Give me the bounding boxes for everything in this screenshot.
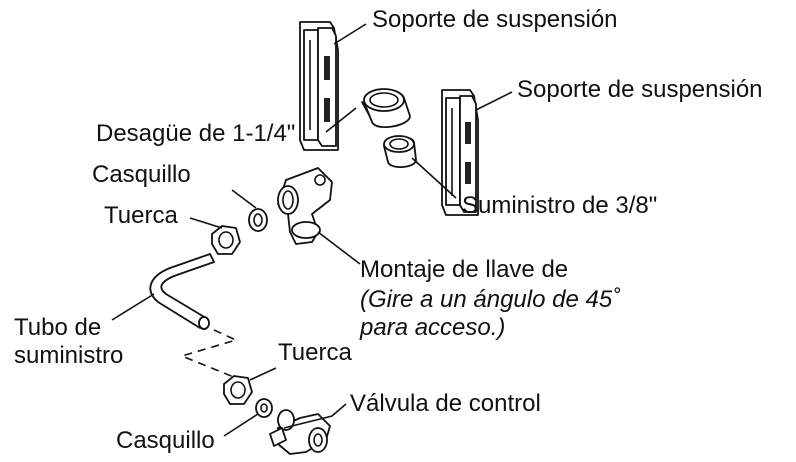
hanger-bracket-2	[441, 89, 479, 216]
label-nut-top: Tuerca	[104, 202, 178, 229]
drain-tailpiece	[361, 88, 411, 129]
supply-tube	[149, 253, 215, 330]
label-ferrule-top: Casquillo	[92, 161, 191, 188]
leader-lines	[111, 23, 513, 437]
connection-dashed-line	[179, 329, 239, 379]
faucet-mount-elbow	[277, 167, 333, 245]
label-supply-tube-2: suministro	[14, 342, 124, 369]
label-faucet-note-1: (Gire a un ángulo de 45˚	[360, 286, 621, 313]
label-drain: Desagüe de 1-1/4"	[96, 120, 296, 147]
label-faucet-note-2: para acceso.)	[360, 314, 506, 341]
label-supply: Suministro de 3/8"	[462, 192, 658, 219]
label-control-valve: Válvula de control	[350, 390, 541, 417]
hanger-bracket-1	[299, 21, 339, 151]
ferrule-top	[248, 208, 268, 232]
ferrule-bottom	[255, 398, 273, 418]
label-nut-bottom: Tuerca	[278, 339, 352, 366]
label-supply-tube-1: Tubo de	[14, 314, 102, 341]
label-hanger-2: Soporte de suspensión	[517, 76, 763, 103]
supply-tailpiece	[383, 135, 417, 168]
label-hanger-1: Soporte de suspensión	[372, 6, 618, 33]
label-ferrule-bottom: Casquillo	[116, 427, 215, 454]
label-faucet-mount: Montaje de llave de	[360, 256, 569, 283]
nut-bottom	[223, 375, 253, 405]
nut-top	[211, 225, 241, 255]
control-valve	[269, 409, 331, 455]
